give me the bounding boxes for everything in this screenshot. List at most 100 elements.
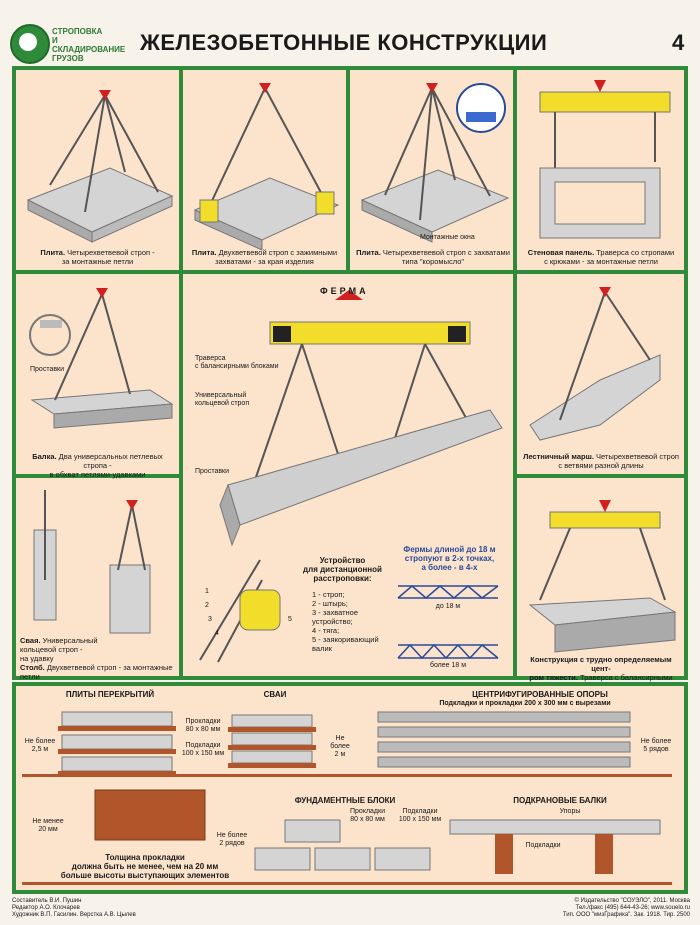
limit-text: Не более [640, 738, 672, 745]
section-centrifuged-poles: ЦЕНТРИФУГИРОВАННЫЕ ОПОРЫ [472, 690, 608, 699]
label-text: Подкладки [185, 742, 221, 749]
label-text: 100 x 150 мм [181, 750, 225, 757]
credits-right: © Издательство "СОУЭЛО", 2011. Москва Те… [480, 898, 690, 919]
label-text: 80 x 80 мм [185, 726, 221, 733]
caption-bold: ром тяжести. [529, 673, 578, 682]
section-crane-beams: ПОДКРАНОВЫЕ БАЛКИ [513, 796, 607, 805]
pole-stack [377, 711, 631, 768]
caption-text: Четырехветвевой строп - [65, 248, 155, 257]
legend-item: 5 - заякоривающий [312, 635, 379, 644]
label-truss-spacers: Проставки [195, 468, 230, 475]
label-text: Прокладки [185, 718, 221, 725]
dim-over-18m: более 18 м [429, 662, 467, 669]
section-piles: СВАИ [263, 690, 287, 699]
device-title-line: для дистанционной [303, 565, 382, 574]
caption-text: на удавку [20, 654, 54, 663]
caption-bold: Свая. [20, 636, 41, 645]
credits-left: Составитель В.И. Пушин Редактор А.О. Кло… [12, 898, 272, 919]
panel-beam [16, 274, 179, 474]
truss-note: Фермы длиной до 18 м стропуют в 2-х точк… [392, 545, 507, 572]
caption-text: Четырехветвевой строп с захватами [380, 248, 510, 257]
caption-text: в обхват петлями-удавками [49, 470, 146, 479]
device-legend: 1 - строп; 2 - штырь; 3 - захватное устр… [312, 590, 392, 653]
caption-text: кольцевой строп - [20, 645, 83, 654]
legend-item: валик [312, 644, 332, 653]
caption-text: с ветвями разной длины [558, 461, 644, 470]
pile-stack [228, 714, 316, 768]
caption-text: Универсальный [40, 636, 98, 645]
limit-text: Не более [216, 832, 248, 839]
truss-title: ФЕРМА [320, 286, 369, 296]
label-text: Универсальный [195, 392, 247, 399]
device-num-1: 1 [205, 588, 209, 595]
dim-18m: до 18 м [435, 603, 461, 610]
caption-text: с крюками - за монтажные петли [544, 257, 658, 266]
caption-bold: Стеновая панель. [527, 248, 595, 257]
spacer-detail [94, 789, 206, 841]
wall-panel-illustration [539, 80, 671, 239]
device-num-4: 4 [215, 630, 219, 637]
caption-text: Двухветвевой строп с зажимными [216, 248, 338, 257]
device-num-5: 5 [288, 616, 292, 623]
caption-slab-4leg: Плита. Четырехветвевой строп -за монтажн… [20, 248, 175, 266]
slab-illustration-1 [26, 90, 174, 243]
legend-item: 1 - строп; [312, 590, 345, 599]
rule-line: Толщина прокладки [105, 853, 185, 862]
credit-line: Художник В.П. Гасилин. Верстка А.В. Цыле… [12, 912, 136, 918]
limit-text: 2 м [334, 751, 346, 758]
caption-bold: Столб. [20, 663, 45, 672]
caption-text: типа "коромысло" [401, 257, 465, 266]
caption-text: за монтажные петли [61, 257, 134, 266]
caption-bold: Лестничный марш. [523, 452, 594, 461]
truss-illustration [219, 290, 503, 547]
section-floor-slabs: ПЛИТЫ ПЕРЕКРЫТИЙ [65, 690, 155, 699]
foundation-blocks [254, 819, 431, 871]
limit-text: Не более [24, 738, 56, 745]
section-foundation-blocks: ФУНДАМЕНТНЫЕ БЛОКИ [294, 796, 396, 805]
series-line: СТРОПОВКА [52, 27, 103, 36]
caption-slab-yoke: Плита. Четырехветвевой строп с захватами… [354, 248, 512, 266]
truss-diagram-18m [397, 585, 499, 599]
limit-text: Не менее [32, 818, 64, 825]
caption-text: Четырехветвевой строп [593, 452, 679, 461]
device-title-line: Устройство [319, 556, 366, 565]
device-num-3: 3 [208, 616, 212, 623]
caption-text: захватами - за края изделия [215, 257, 314, 266]
pole-sleepers-note: Подкладки и прокладки 200 x 300 мм с выр… [439, 700, 611, 707]
label-text: Подкладки [402, 808, 438, 815]
limit-text: 20 мм [38, 826, 58, 833]
caption-bold: Плита. [356, 248, 381, 257]
device-title: Устройство для дистанционной расстроповк… [300, 556, 385, 583]
label-text: с балансирными блоками [195, 363, 279, 370]
label-text: Прокладки [350, 808, 385, 815]
note-line: Фермы длиной до 18 м [403, 545, 496, 554]
device-title-line: расстроповки: [313, 574, 372, 583]
label-sleepers: Подкладки [525, 842, 561, 849]
release-device-illustration [199, 559, 281, 663]
caption-bold: Плита. [191, 248, 217, 257]
spacer-rule: Толщина прокладки должна быть не менее, … [40, 853, 250, 880]
series-line: И СКЛАДИРОВАНИЕ [52, 36, 126, 54]
limit-text: 5 рядов [643, 746, 669, 753]
crane-beams [449, 819, 661, 874]
slab-illustration-2 [193, 83, 340, 251]
label-mounting-windows: Монтажные окна [420, 234, 475, 241]
label-spacers: Проставки [30, 366, 65, 373]
rule-line: больше высоты выступающих элементов [60, 871, 230, 880]
credit-line: Тел./факс (495) 644-43-26; www.souelo.ru [575, 905, 690, 911]
rule-line: должна быть не менее, чем на 20 мм [71, 862, 219, 871]
